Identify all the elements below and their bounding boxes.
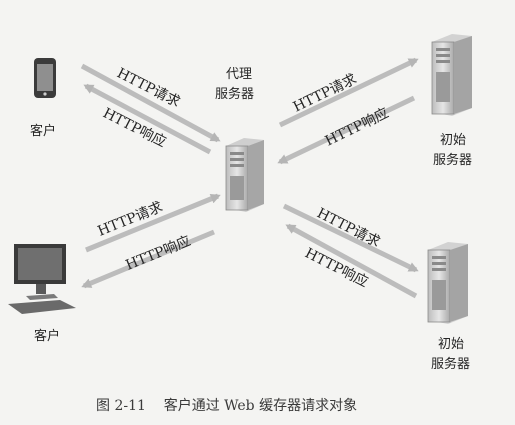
origin-server-bottom-icon [427, 242, 468, 324]
arrow-response-origin-bottom-to-proxy [285, 223, 418, 299]
origin-bottom-label-line-2: 服务器 [431, 356, 470, 372]
proxy-label-line-2: 服务器 [215, 86, 254, 102]
phone-icon [34, 58, 56, 98]
origin-top-label-line-1: 初始 [440, 133, 466, 148]
arrow-response-origin-top-to-proxy [277, 95, 416, 165]
arrow-response-proxy-to-client-top [83, 83, 212, 155]
origin-top-label-line-2: 服务器 [433, 152, 472, 168]
arrow-request-client-top-to-proxy [80, 63, 221, 143]
arrow-request-client-bottom-to-proxy [85, 193, 221, 253]
label-response-top-right: HTTP响应 [322, 104, 391, 149]
client-top-label: 客户 [30, 123, 56, 139]
arrow-response-proxy-to-client-bottom [81, 229, 215, 289]
proxy-server-icon [225, 138, 264, 212]
client-bottom-label: 客户 [34, 328, 60, 344]
origin-server-top-icon [431, 34, 472, 116]
figure-caption: 图 2-11 客户通过 Web 缓存器请求对象 [96, 397, 357, 414]
arrow-request-proxy-to-origin-top [278, 57, 419, 128]
proxy-label-line-1: 代理 [226, 67, 252, 82]
arrow-request-proxy-to-origin-bottom [282, 203, 419, 273]
label-response-bottom-left: HTTP响应 [123, 232, 193, 273]
desktop-computer-icon [8, 244, 76, 314]
origin-bottom-label-line-1: 初始 [438, 337, 464, 352]
